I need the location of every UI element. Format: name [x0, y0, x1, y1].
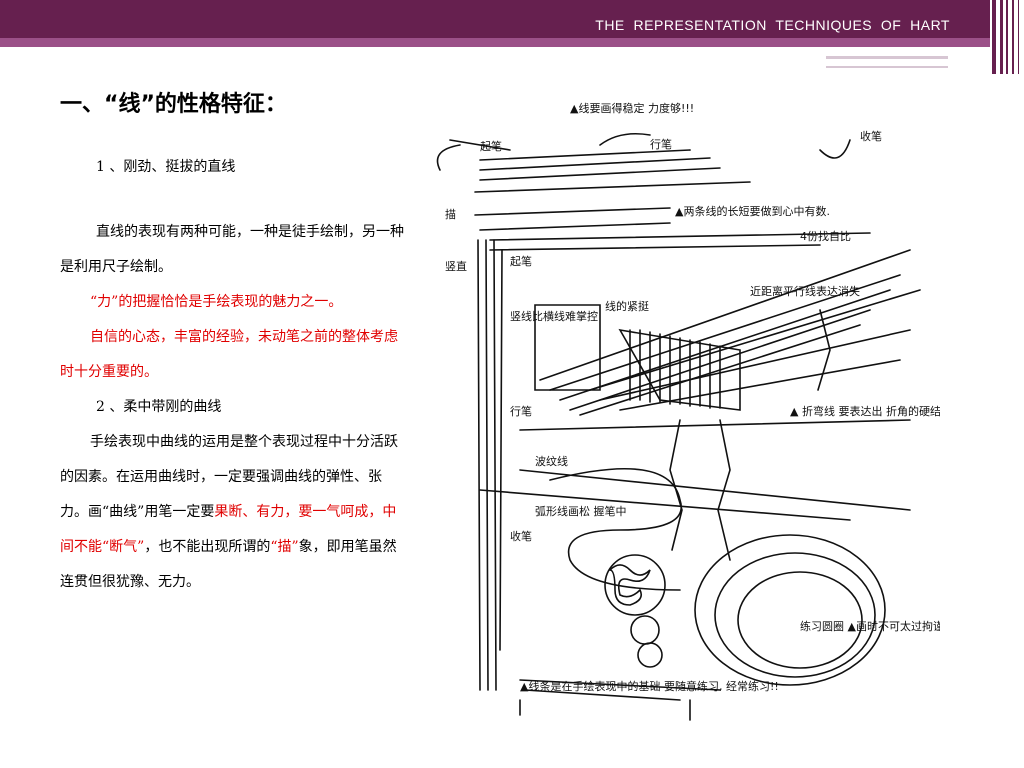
sketch-label-zhexian: ▲ 折弯线 要表达出 折角的硬结 — [790, 404, 940, 418]
sketch-label-xingbi: 行笔 — [650, 137, 672, 151]
sketch-label-miao: 描 — [445, 207, 456, 221]
header-bar — [0, 0, 990, 38]
sketch-label-ratio: ▲两条线的长短要做到心中有数. — [675, 204, 830, 218]
section2-paragraph: 手绘表现中曲线的运用是整个表现过程中十分活跃的因素。在运用曲线时，一定要强调曲线… — [60, 434, 398, 590]
sketch-label-luanxian: 练习圆圈 ▲画时不可太过拘谨 — [800, 619, 940, 633]
line-sketch-illustration: ▲线要画得稳定 力度够!!! 起笔 行笔 收笔 描 ▲两条线的长短要做到心中有数… — [436, 101, 940, 721]
sketch-label-shoubi: 收笔 — [860, 129, 882, 143]
header-stripe — [0, 38, 990, 47]
sketch-label-shuzhi: 竖直 — [445, 259, 467, 273]
sketch-label-bolang: 波纹线 — [535, 454, 568, 468]
section1-red-2: 自信的心态，丰富的经验，未动笔之前的整体考虑时十分重要的。 — [60, 329, 398, 380]
sketch-label-ratio2: 4份找自比 — [800, 229, 851, 243]
section1-red-1: “力”的把握恰恰是手绘表现的魅力之一。 — [90, 294, 343, 310]
sketch-label-top: ▲线要画得稳定 力度够!!! — [570, 101, 694, 115]
sketch-label-bottom: ▲线条是在手绘表现中的基础 要随意练习, 经常练习!! — [520, 679, 779, 693]
sketch-label-huxian: 弧形线画松 握笔中 — [535, 504, 627, 518]
sketch-label-xingbi2: 行笔 — [510, 404, 532, 418]
sketch-label-jinju: 近距离平行线表达消失 — [750, 284, 860, 298]
sketch-label-shoubi2: 收笔 — [510, 529, 532, 543]
header-decor-line-2 — [826, 66, 948, 68]
sketch-label-qibi2: 起笔 — [510, 254, 532, 268]
slide-header-title: THE REPRESENTATION TECHNIQUES OF HART — [595, 17, 950, 33]
header-vertical-bars — [992, 0, 1024, 74]
slide-heading: 一、“线”的性格特征： — [60, 92, 287, 117]
sketch-label-qibi: 起笔 — [480, 139, 502, 153]
section1-paragraph: 直线的表现有两种可能，一种是徒手绘制，另一种是利用尺子绘制。 — [60, 224, 404, 275]
sketch-label-shuxian: 竖线比横线难掌控 — [510, 309, 598, 323]
section1-title: 1 、刚劲、挺拔的直线 — [96, 159, 236, 175]
header-decor-line — [826, 56, 948, 59]
sketch-label-xianjin: 线的紧挺 — [605, 299, 649, 313]
section2-title: 2 、柔中带刚的曲线 — [96, 399, 222, 415]
slide-body: 1 、刚劲、挺拔的直线 直线的表现有两种可能，一种是徒手绘制，另一种是利用尺子绘… — [60, 150, 405, 600]
